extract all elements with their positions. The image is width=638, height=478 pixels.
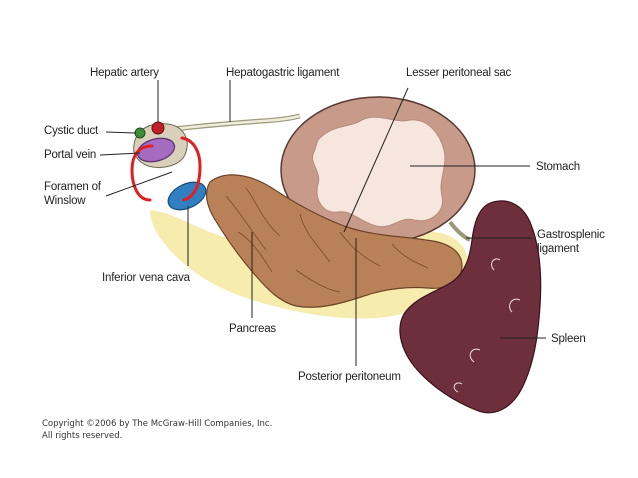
- copyright-line-2: All rights reserved.: [42, 431, 122, 441]
- label-foramen-of-winslow-line2: Winslow: [44, 195, 86, 207]
- cystic-duct-shape: [134, 127, 146, 139]
- label-portal-vein: Portal vein: [44, 149, 96, 161]
- leader-foramen-of-winslow: [105, 171, 173, 197]
- label-gastrosplenic-ligament-line1: Gastrosplenic: [537, 229, 605, 241]
- label-foramen-of-winslow-line1: Foramen of: [44, 181, 102, 193]
- label-cystic-duct: Cystic duct: [44, 125, 99, 137]
- label-stomach: Stomach: [536, 161, 580, 173]
- hepatic-artery-shape: [151, 121, 165, 135]
- label-inferior-vena-cava: Inferior vena cava: [102, 272, 191, 284]
- gastrosplenic-ligament-shape: [448, 220, 471, 242]
- leader-lesser-peritoneal-sac: [343, 87, 409, 233]
- label-lesser-peritoneal-sac: Lesser peritoneal sac: [406, 67, 512, 79]
- leader-portal-vein: [99, 152, 141, 156]
- stomach-lumen: [312, 116, 446, 228]
- label-hepatogastric-ligament: Hepatogastric ligament: [226, 67, 340, 79]
- copyright-line-1: Copyright ©2006 by The McGraw-Hill Compa…: [42, 419, 272, 429]
- foramen-bracket-left: [130, 144, 154, 202]
- label-spleen: Spleen: [551, 333, 586, 345]
- spleen-shape: [399, 200, 542, 414]
- label-pancreas: Pancreas: [229, 323, 276, 335]
- inferior-vena-cava-shape: [167, 181, 207, 211]
- leader-cystic-duct: [105, 131, 137, 134]
- portal-vein-shape: [136, 137, 176, 163]
- pancreas-shape: [205, 174, 463, 308]
- label-posterior-peritoneum: Posterior peritoneum: [298, 371, 401, 383]
- label-gastrosplenic-ligament-line2: ligament: [537, 243, 580, 255]
- label-hepatic-artery: Hepatic artery: [90, 67, 159, 79]
- foramen-bracket-right: [180, 136, 202, 202]
